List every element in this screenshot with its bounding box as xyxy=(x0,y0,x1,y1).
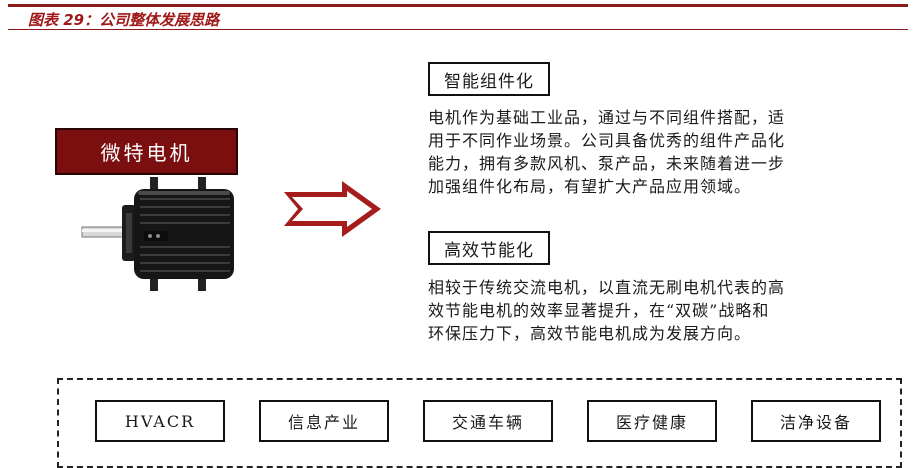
arrow-right-icon xyxy=(284,181,381,237)
application-clean-equipment: 洁净设备 xyxy=(751,400,881,442)
section-title-smart-components: 智能组件化 xyxy=(428,62,550,96)
figure-caption: 图表 29：公司整体发展思路 xyxy=(28,11,220,29)
section-desc-energy-efficiency: 相较于传统交流电机，以直流无刷电机代表的高 效节能电机的效率显著提升，在“双碳”… xyxy=(428,278,786,343)
application-medical-health: 医疗健康 xyxy=(587,400,717,442)
figure-caption-bar: 图表 29：公司整体发展思路 xyxy=(8,4,908,30)
application-transport-vehicles: 交通车辆 xyxy=(423,400,553,442)
section-title-energy-efficiency: 高效节能化 xyxy=(428,231,550,265)
application-hvacr: HVACR xyxy=(95,400,225,442)
motor-label: 微特电机 xyxy=(55,128,238,175)
section-desc-smart-components: 电机作为基础工业品，通过与不同组件搭配，适 用于不同作业场景。公司具备优秀的组件… xyxy=(428,108,786,196)
application-info-industry: 信息产业 xyxy=(259,400,389,442)
motor-image xyxy=(81,177,234,291)
